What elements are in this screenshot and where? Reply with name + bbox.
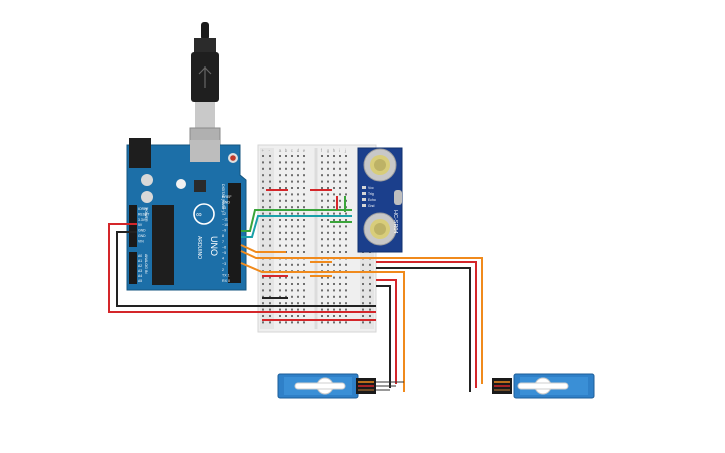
digital-pin-label: 13 xyxy=(222,206,226,210)
breadboard-column-letter: c xyxy=(291,148,294,153)
arduino-uno-board[interactable]: ∞ ARDUINO UNO DIGITAL (PWM~) POWER ANALO… xyxy=(126,138,247,291)
digital-pin-label: TX 1 xyxy=(222,273,230,277)
analog-label: ANALOG IN xyxy=(144,254,148,274)
wire-5v[interactable] xyxy=(108,223,376,313)
usb-cable[interactable] xyxy=(189,22,221,161)
sensor-model-label: HC-SR04 xyxy=(392,210,398,234)
sensor-pin-label: Vcc xyxy=(368,186,374,190)
usb-port xyxy=(190,140,220,162)
breadboard-column-letter: h xyxy=(333,148,336,153)
digital-pin-label: ~10 xyxy=(222,223,228,227)
analog-pin-label: A2 xyxy=(138,264,142,268)
digital-pin-label: 8 xyxy=(222,234,224,238)
power-rail-label: - xyxy=(269,148,271,153)
model-label: UNO xyxy=(209,236,219,256)
digital-pin-label: AREF xyxy=(222,195,232,199)
arduino-logo xyxy=(193,203,215,225)
power-header xyxy=(129,205,137,247)
power-pin-label: RESET xyxy=(138,212,149,216)
wire-gnd[interactable] xyxy=(116,231,376,307)
servo-motor-right[interactable] xyxy=(492,373,595,399)
wire-echo[interactable] xyxy=(241,215,352,238)
analog-header xyxy=(129,252,137,284)
digital-pin-label: ~6 xyxy=(222,245,226,249)
digital-label: DIGITAL (PWM~) xyxy=(221,184,225,212)
power-label: POWER xyxy=(144,208,148,222)
sensor-pin[interactable] xyxy=(362,186,366,189)
digital-pin-label: ~3 xyxy=(222,262,226,266)
digital-pin-label: 2 xyxy=(222,268,224,272)
breadboard-column-letter: a xyxy=(279,148,282,153)
atmega-chip xyxy=(152,205,174,285)
analog-pin-label: A0 xyxy=(138,254,142,258)
wire-servo-left-signal[interactable] xyxy=(240,262,405,392)
digital-pin-label: 4 xyxy=(222,257,224,261)
svg-text:∞: ∞ xyxy=(196,210,202,219)
power-jack xyxy=(129,138,151,168)
power-pin-label: GND xyxy=(138,234,146,238)
power-rail-label: + xyxy=(262,148,265,153)
digital-pin-label: ~5 xyxy=(222,251,226,255)
servo-motor-left[interactable] xyxy=(277,373,404,399)
sensor-pin[interactable] xyxy=(362,204,366,207)
digital-header xyxy=(228,183,241,283)
breadboard-column-letter: e xyxy=(303,148,306,153)
analog-pin-label: A4 xyxy=(138,274,142,278)
breadboard-column-letter: f xyxy=(321,148,323,153)
digital-pin-label: 7 xyxy=(222,240,224,244)
sensor-pin-label: Gnd xyxy=(368,204,375,208)
digital-pin-label: ~11 xyxy=(222,217,228,221)
sensor-pin-label: Echo xyxy=(368,198,376,202)
power-pin-label: IOREF xyxy=(138,207,148,211)
sensor-pin-label: Trig xyxy=(368,192,374,196)
wires xyxy=(108,189,483,392)
breadboard-column-letter: b xyxy=(285,148,288,153)
breadboard-column-letter: d xyxy=(297,148,300,153)
digital-pin-label: GND xyxy=(222,201,230,205)
breadboard-column-letter: i xyxy=(339,148,340,153)
digital-pin-label: ~9 xyxy=(222,229,226,233)
sensor-pin[interactable] xyxy=(362,192,366,195)
power-pin-label: 5V xyxy=(138,223,143,227)
digital-pin-label: 12 xyxy=(222,212,226,216)
breadboard-column-letter: g xyxy=(327,148,330,153)
power-pin-label: VIN xyxy=(138,239,144,243)
sensor-pin[interactable] xyxy=(362,198,366,201)
power-pin-label: GND xyxy=(138,229,146,233)
brand-label: ARDUINO xyxy=(196,236,202,259)
analog-pin-label: A5 xyxy=(138,279,142,283)
analog-pin-label: A3 xyxy=(138,269,142,273)
breadboard-column-letter: j xyxy=(344,148,346,153)
analog-pin-label: A1 xyxy=(138,259,142,263)
digital-pin-label: RX 0 xyxy=(222,279,230,283)
power-pin-label: 3.3V xyxy=(138,218,146,222)
wire-servo-right-signal[interactable] xyxy=(240,250,483,384)
